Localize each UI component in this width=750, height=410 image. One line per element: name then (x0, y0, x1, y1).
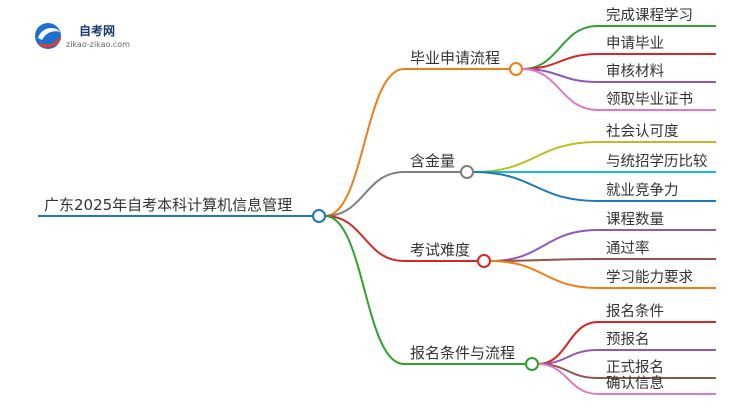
leaf-node[interactable]: 完成课程学习 (598, 7, 716, 27)
leaf-label: 报名条件 (606, 303, 664, 320)
logo-icon-accent (39, 37, 62, 48)
leaf-node[interactable]: 课程数量 (598, 211, 716, 231)
leaf-label: 社会认可度 (606, 123, 679, 140)
logo-url: zikao-zikao.com (66, 40, 130, 49)
branch-node[interactable]: 含金量 (404, 152, 474, 179)
branch-connector-circle (477, 254, 491, 268)
logo-name: 自考网 (79, 23, 115, 38)
connector-line (537, 363, 599, 395)
leaf-node[interactable]: 正式报名 (598, 359, 716, 379)
leaf-node[interactable]: 与统招学历比较 (598, 152, 716, 173)
leaf-node[interactable]: 学习能力要求 (598, 269, 716, 289)
connector-line (324, 68, 405, 217)
leaf-node[interactable]: 通过率 (598, 240, 716, 260)
leaf-label: 学习能力要求 (606, 269, 693, 286)
leaf-node[interactable]: 社会认可度 (598, 123, 716, 143)
root-node[interactable]: 广东2025年自考本科计算机信息管理 (38, 196, 326, 223)
leaf-node[interactable]: 审核材料 (598, 63, 716, 83)
leaf-node[interactable]: 报名条件 (598, 303, 716, 323)
branch-label: 毕业申请流程 (410, 49, 500, 67)
leaf-label: 与统招学历比较 (606, 152, 708, 170)
leaf-node[interactable]: 预报名 (598, 331, 716, 351)
site-logo[interactable]: 自考网 zikao-zikao.com (35, 23, 130, 49)
connector-line (489, 229, 599, 262)
leaf-label: 审核材料 (606, 63, 664, 80)
connector-line (537, 363, 599, 379)
connector-line (472, 171, 599, 202)
branch-node[interactable]: 考试难度 (404, 241, 491, 268)
branch-label: 考试难度 (410, 241, 470, 259)
leaf-node[interactable]: 领取毕业证书 (598, 91, 716, 111)
leaf-node[interactable]: 申请毕业 (598, 35, 716, 55)
leaf-label: 领取毕业证书 (606, 91, 693, 108)
leaf-label: 通过率 (606, 240, 650, 257)
branch-connector-circle (460, 165, 474, 179)
leaf-label: 就业竞争力 (606, 181, 679, 199)
connector-line (324, 171, 405, 217)
leaf-label: 正式报名 (606, 359, 664, 376)
leaf-label: 课程数量 (606, 211, 664, 228)
root-label: 广东2025年自考本科计算机信息管理 (44, 196, 292, 214)
connector-line (521, 68, 599, 111)
logo-icon-swoosh (38, 28, 60, 40)
connector-line (324, 215, 405, 365)
leaf-label: 确认信息 (606, 375, 664, 392)
leaf-node[interactable]: 确认信息 (598, 375, 716, 395)
branch-connector-circle (509, 62, 523, 76)
leaf-label: 申请毕业 (606, 35, 664, 52)
branch-node[interactable]: 报名条件与流程 (404, 344, 539, 371)
branch-label: 报名条件与流程 (410, 344, 515, 362)
leaf-label: 完成课程学习 (606, 7, 693, 24)
connector-line (472, 141, 599, 173)
branch-label: 含金量 (410, 152, 455, 170)
connector-line (489, 260, 599, 289)
root-connector-circle (312, 209, 326, 223)
branch-connector-circle (525, 357, 539, 371)
branch-node[interactable]: 毕业申请流程 (404, 49, 523, 76)
connector-line (324, 215, 405, 262)
leaf-node[interactable]: 就业竞争力 (598, 181, 716, 202)
leaf-label: 预报名 (606, 331, 650, 348)
connector-lines (324, 25, 599, 395)
